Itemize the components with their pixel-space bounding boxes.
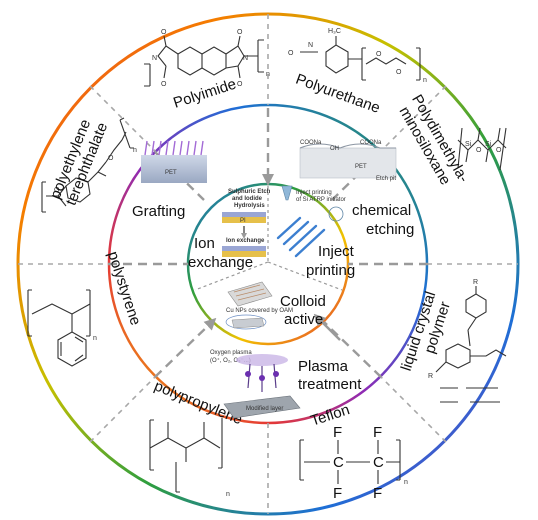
- pet-atom-o2: O: [108, 155, 114, 162]
- core-dividers: [194, 186, 343, 291]
- pet-n-subscript: n: [133, 147, 137, 154]
- lcp-sector: R R liquid crystal polymer: [398, 279, 507, 403]
- pdms-sector: Si Si O O Polydimethyla- minosiloxane: [395, 92, 507, 188]
- pdms-atom-si2: Si: [485, 141, 492, 148]
- polyurethane-methyl: H₃C: [328, 28, 341, 35]
- plasma-oxygen-text: Oxygen plasma: [210, 350, 252, 356]
- colloid-inset: Cu NPs covered by OAM: [225, 281, 293, 330]
- method-plasma-line1: Plasma: [298, 358, 349, 375]
- etch-pet-text: PET: [355, 164, 367, 170]
- etch-oh: OH: [330, 146, 339, 152]
- core-ion-line1: Ion: [194, 235, 215, 252]
- teflon-atom-f2: F: [373, 424, 382, 441]
- teflon-label: Teflon: [309, 401, 352, 430]
- etch-pit-label: Etch pit: [376, 176, 396, 182]
- ion-pi-text: PI: [240, 218, 246, 224]
- grafting-pet-layer: [141, 155, 207, 183]
- teflon-sector: C C F F F F n Teflon: [299, 401, 408, 502]
- outer-dividers: [18, 14, 518, 514]
- etch-coona-1: COONa: [300, 140, 322, 146]
- polyimide-atom-o4: O: [237, 81, 243, 88]
- pet-atom-o1: O: [54, 187, 60, 194]
- polyimide-atom-n2: N: [243, 55, 248, 62]
- grafting-inset: PET: [141, 140, 207, 183]
- ion-exchange-inset: Sulphuric Etch and Iodide Hydrolysis PI …: [222, 189, 271, 257]
- method-plasma-line2: treatment: [298, 376, 362, 393]
- plasma-inset: Oxygen plasma (O⁺, O₂, O₃⁻...) Modified …: [210, 350, 301, 419]
- core-colloid-line1: Colloid: [280, 293, 326, 310]
- teflon-atom-f1: F: [333, 424, 342, 441]
- polyimide-atom-o1: O: [161, 29, 167, 36]
- polystyrene-structure: [27, 289, 91, 367]
- teflon-structure: [299, 439, 401, 484]
- polyurethane-n-subscript: n: [423, 77, 427, 84]
- polypropylene-sector: n polypropylene: [149, 377, 245, 498]
- polyimide-sector: N N O O O O n Polyimide: [144, 29, 270, 112]
- pet-structure: [41, 117, 134, 213]
- polypropylene-label: polypropylene: [152, 377, 245, 428]
- polystyrene-n-subscript: n: [93, 335, 97, 342]
- lcp-atom-r2: R: [428, 373, 433, 380]
- pdms-atom-o1: O: [476, 147, 482, 154]
- chemical-etching-inset: PET COONa OH COONa Etch pit: [299, 140, 397, 182]
- inject-caption-1: Inject printing: [296, 190, 332, 196]
- pdms-atom-o2: O: [496, 147, 502, 154]
- polystyrene-sector: n polystyrene: [27, 249, 144, 367]
- ion-title-1: Sulphuric Etch: [228, 189, 271, 195]
- polypropylene-n-subscript: n: [226, 491, 230, 498]
- teflon-atom-f4: F: [373, 485, 382, 502]
- polyurethane-atom-n: N: [308, 42, 313, 49]
- grafting-pet-text: PET: [165, 170, 177, 176]
- lcp-atom-r1: R: [473, 279, 478, 286]
- plasma-substrate: [223, 395, 301, 419]
- colloid-caption: Cu NPs covered by OAM: [226, 308, 293, 314]
- polyurethane-sector: O N H₃C O O n Polyurethane: [288, 28, 427, 117]
- lcp-structure: [435, 286, 507, 403]
- pdms-atom-si1: Si: [465, 141, 472, 148]
- teflon-atom-c2: C: [373, 454, 384, 471]
- method-grafting: Grafting: [132, 203, 185, 220]
- polyimide-n-subscript: n: [266, 71, 270, 78]
- teflon-atom-c1: C: [333, 454, 344, 471]
- inject-caption-2: of Si ATRP initiator: [296, 197, 346, 203]
- polyimide-atom-n: N: [152, 55, 157, 62]
- plasma-species-text: (O⁺, O₂, O₃⁻...): [210, 357, 251, 364]
- core-inject-line1: Inject: [318, 243, 355, 260]
- ion-title-2: and Iodide: [232, 196, 263, 202]
- etch-substrate: [299, 147, 397, 179]
- teflon-atom-f3: F: [333, 485, 342, 502]
- polyimide-atom-o2: O: [237, 29, 243, 36]
- polyimide-structure: [144, 35, 264, 87]
- inject-printing-inset: Inject printing of Si ATRP initiator: [276, 185, 346, 258]
- core-ion-line2: exchange: [188, 254, 253, 271]
- polyurethane-atom-o3: O: [396, 69, 402, 76]
- core-inject-line2: printing: [306, 262, 355, 279]
- polyimide-label: Polyimide: [171, 76, 238, 112]
- core-colloid-line2: active: [284, 311, 323, 328]
- ion-step-text: Ion exchange: [226, 238, 265, 244]
- polyimide-atom-o3: O: [161, 81, 167, 88]
- method-chemical-line2: etching: [366, 221, 414, 238]
- ion-title-3: Hydrolysis: [234, 203, 265, 209]
- polyurethane-atom-o2: O: [376, 51, 382, 58]
- polyurethane-atom-o: O: [288, 50, 294, 57]
- plasma-modified-layer: Modified layer: [246, 406, 283, 412]
- polyurethane-structure: [300, 36, 421, 81]
- polypropylene-structure: [149, 418, 223, 493]
- pdms-structure: [457, 127, 507, 171]
- etch-coona-2: COONa: [360, 140, 382, 146]
- teflon-n-subscript: n: [404, 479, 408, 486]
- method-chemical-line1: chemical: [352, 202, 411, 219]
